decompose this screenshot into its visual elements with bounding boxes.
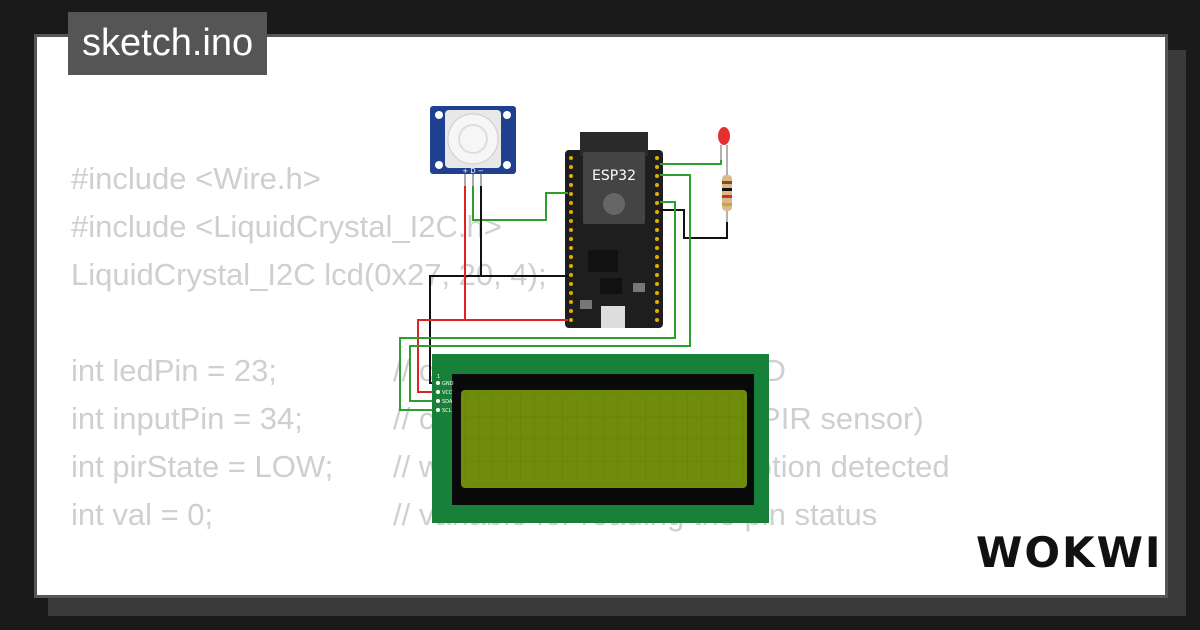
esp32-chip	[588, 250, 618, 272]
code-statement: int ledPin = 23;	[71, 353, 277, 388]
header-pin	[655, 201, 659, 205]
header-pin	[655, 183, 659, 187]
reset-button	[580, 300, 592, 309]
wire-pir-data	[472, 186, 568, 221]
header-pin	[569, 210, 573, 214]
usb-connector	[601, 306, 625, 328]
header-pin	[655, 237, 659, 241]
header-pin	[569, 318, 573, 322]
pir-mount-hole	[503, 111, 511, 119]
header-pin	[655, 228, 659, 232]
lcd-display[interactable]: 1 GND VCC SDA SCL	[432, 354, 769, 523]
esp32-logo-icon	[603, 193, 625, 215]
esp32-board[interactable]: ESP32	[565, 132, 663, 328]
header-pin	[655, 318, 659, 322]
header-pin	[569, 309, 573, 313]
header-pin	[655, 219, 659, 223]
wire-pir-gnd	[480, 186, 568, 277]
pir-pin-labels: + D −	[462, 167, 484, 175]
wire-sda	[409, 174, 691, 402]
header-pin	[655, 264, 659, 268]
header-pin	[569, 228, 573, 232]
code-statement: int pirState = LOW;	[71, 449, 334, 484]
wire-vcc-lcd	[417, 319, 568, 393]
lcd-pin-label: GND	[442, 381, 454, 387]
code-line: LiquidCrystal_I2C lcd(0x27, 20, 4);	[71, 251, 950, 299]
esp32-right-pins	[655, 156, 659, 322]
header-pin	[569, 165, 573, 169]
pir-mount-hole	[435, 111, 443, 119]
header-pin	[569, 183, 573, 187]
header-pin	[655, 255, 659, 259]
code-statement: int val = 0;	[71, 497, 214, 532]
header-pin	[569, 273, 573, 277]
pir-dome-ring	[458, 124, 488, 154]
esp32-chip	[600, 278, 622, 294]
header-pin	[569, 174, 573, 178]
header-pin	[569, 156, 573, 160]
header-pin	[569, 219, 573, 223]
code-line: void setup() {	[71, 587, 950, 595]
header-pin	[569, 291, 573, 295]
header-pin	[569, 237, 573, 241]
header-pin	[655, 300, 659, 304]
lcd-pin-label: SDA	[442, 399, 453, 405]
header-pin	[569, 201, 573, 205]
header-pin	[569, 192, 573, 196]
esp32-label: ESP32	[592, 168, 636, 184]
pir-mount-hole	[435, 161, 443, 169]
lcd-char-grid	[464, 393, 744, 485]
header-pin	[569, 300, 573, 304]
header-pin	[655, 246, 659, 250]
code-statement: void setup() {	[71, 587, 393, 595]
wires	[399, 160, 728, 411]
pir-dome	[447, 113, 499, 165]
header-pin	[655, 309, 659, 313]
pir-mount-hole	[503, 161, 511, 169]
file-title-tab: sketch.ino	[68, 12, 268, 75]
header-pin	[655, 291, 659, 295]
esp32-module	[583, 152, 645, 224]
header-pin	[655, 174, 659, 178]
wokwi-logo[interactable]: WOKWI	[976, 528, 1163, 577]
header-pin	[655, 156, 659, 160]
lcd-pins: GND VCC SDA SCL	[436, 381, 454, 414]
header-pin	[655, 282, 659, 286]
lcd-pin-label: SCL	[442, 408, 452, 414]
header-pin	[569, 255, 573, 259]
resistor[interactable]	[722, 165, 732, 222]
header-pin	[569, 264, 573, 268]
header-pin	[655, 192, 659, 196]
lcd-pin-marker: 1	[437, 374, 440, 380]
header-pin	[655, 210, 659, 214]
code-statement: #include <Wire.h>	[71, 161, 321, 196]
boot-button	[633, 283, 645, 292]
code-statement: int inputPin = 34;	[71, 401, 303, 436]
code-line: #include <LiquidCrystal_I2C.h>	[71, 203, 950, 251]
wire-led	[660, 160, 722, 165]
header-pin	[569, 246, 573, 250]
header-pin	[655, 165, 659, 169]
header-pin	[655, 273, 659, 277]
lcd-pin-label: VCC	[442, 390, 453, 396]
red-led[interactable]	[718, 127, 730, 165]
code-line: #include <Wire.h>	[71, 155, 950, 203]
esp32-left-pins	[569, 156, 573, 322]
wire-resistor-gnd	[660, 209, 728, 239]
pir-sensor[interactable]: + D −	[430, 106, 516, 186]
header-pin	[569, 282, 573, 286]
led-dome	[718, 127, 730, 145]
wire-scl	[399, 201, 676, 411]
